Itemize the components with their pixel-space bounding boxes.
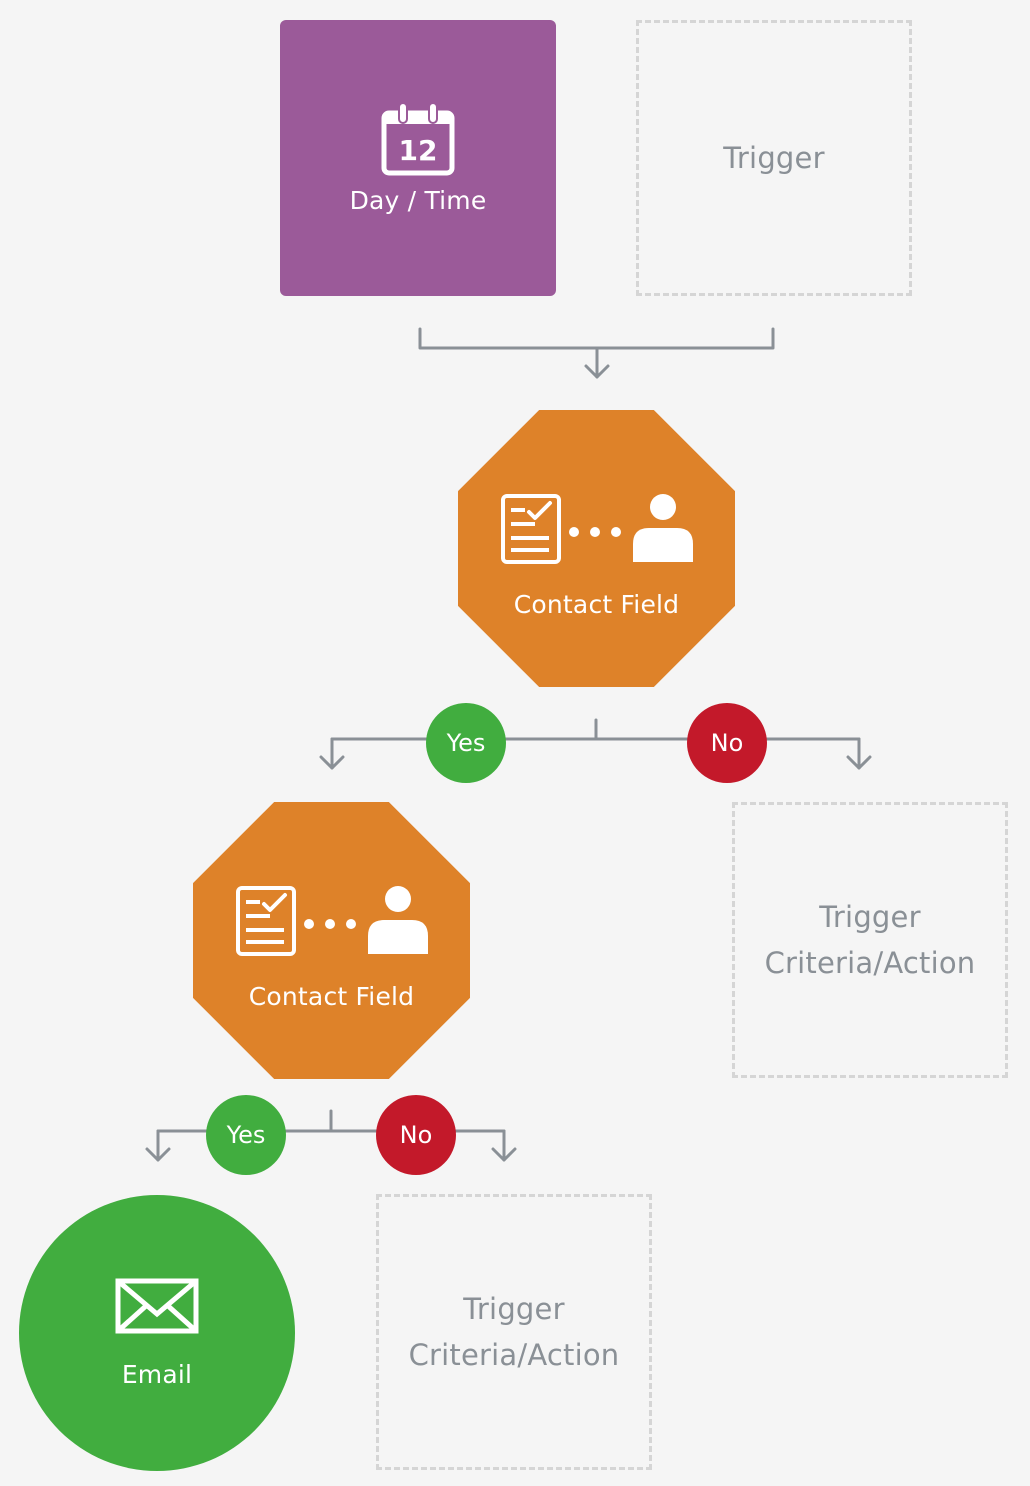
merge-connector: [418, 327, 775, 350]
yes-branch-badge-2: Yes: [206, 1095, 286, 1175]
split-2-left-arrow-head: [145, 1147, 171, 1162]
placeholder-line-2: Criteria/Action: [408, 1338, 620, 1372]
no-branch-badge-1: No: [687, 703, 767, 783]
placeholder-line-1: Trigger: [819, 900, 921, 934]
trigger-criteria-action-placeholder-bottom[interactable]: Trigger Criteria/Action: [376, 1194, 652, 1470]
email-label: Email: [121, 1359, 193, 1389]
split-2-right-arrow-head: [491, 1147, 517, 1162]
contact-field-label: Contact Field: [513, 590, 680, 619]
split-1-left-arrow-head: [319, 755, 345, 770]
envelope-icon: [115, 1278, 199, 1333]
contact-field-decision-1[interactable]: Contact Field: [458, 410, 735, 687]
split-1-right-arrow-head: [846, 755, 872, 770]
placeholder-line-2: Criteria/Action: [764, 946, 976, 980]
day-time-label: Day / Time: [349, 185, 487, 215]
contact-field-decision-2[interactable]: Contact Field: [193, 802, 470, 1079]
calendar-day-number: 12: [399, 134, 438, 167]
trigger-placeholder-top[interactable]: Trigger: [636, 20, 912, 296]
merge-arrow-head: [584, 364, 610, 379]
no-branch-badge-2: No: [376, 1095, 456, 1175]
contact-field-icon: [500, 494, 693, 564]
placeholder-line-1: Trigger: [463, 1292, 565, 1326]
yes-branch-badge-1: Yes: [426, 703, 506, 783]
calendar-icon: 12: [381, 101, 455, 175]
trigger-label: Trigger: [723, 141, 825, 175]
email-action-node[interactable]: Email: [19, 1195, 295, 1471]
day-time-trigger-node[interactable]: 12 Day / Time: [280, 20, 556, 296]
contact-field-label: Contact Field: [248, 982, 415, 1011]
trigger-criteria-action-placeholder-right[interactable]: Trigger Criteria/Action: [732, 802, 1008, 1078]
contact-field-icon: [235, 886, 428, 956]
